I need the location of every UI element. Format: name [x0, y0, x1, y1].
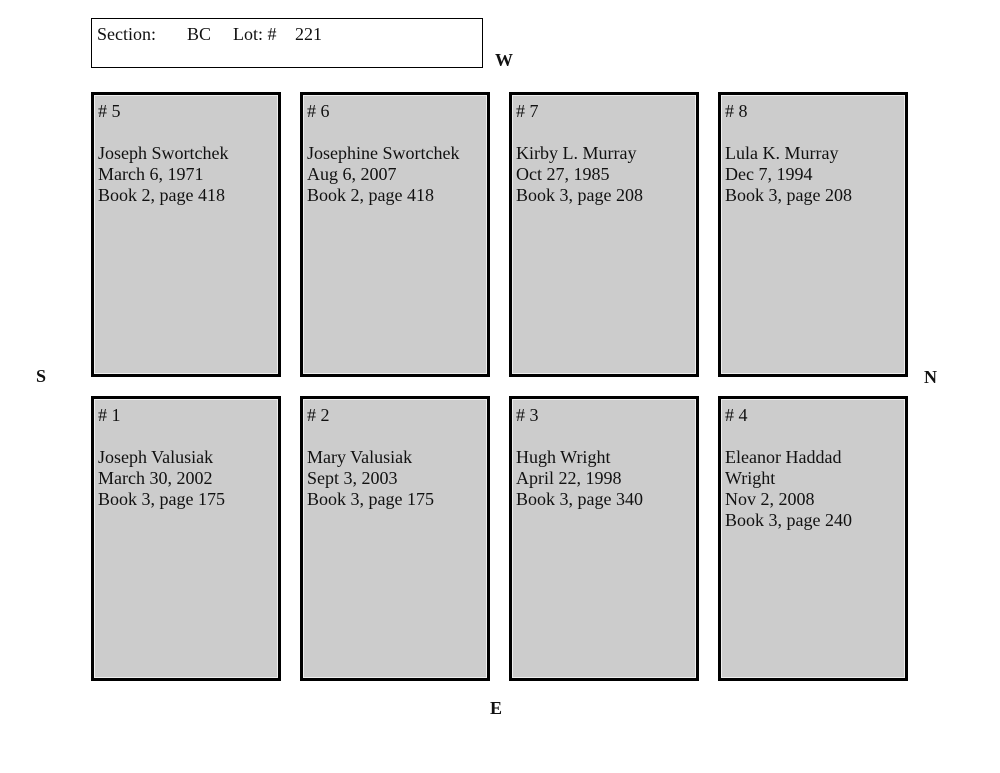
interment-date: March 30, 2002: [98, 468, 213, 488]
interred-name: Josephine Swortchek: [307, 143, 460, 163]
record-reference: Book 3, page 340: [516, 489, 643, 509]
plot-1: # 1 Joseph Valusiak March 30, 2002 Book …: [91, 396, 281, 681]
plot-number: # 6: [307, 101, 330, 121]
plot-6: # 6 Josephine Swortchek Aug 6, 2007 Book…: [300, 92, 490, 377]
section-lot-text: Section: BC Lot: # 221: [97, 24, 322, 44]
plot-number: # 1: [98, 405, 121, 425]
plot-5: # 5 Joseph Swortchek March 6, 1971 Book …: [91, 92, 281, 377]
lot-value: 221: [295, 24, 322, 44]
record-reference: Book 2, page 418: [307, 185, 434, 205]
record-reference: Book 3, page 240: [725, 510, 852, 530]
plot-number: # 4: [725, 405, 748, 425]
lot-label: Lot: #: [233, 24, 277, 44]
interred-name: Lula K. Murray: [725, 143, 839, 163]
section-label: Section:: [97, 24, 156, 44]
plot-7: # 7 Kirby L. Murray Oct 27, 1985 Book 3,…: [509, 92, 699, 377]
compass-west-label: W: [495, 50, 513, 70]
record-reference: Book 3, page 208: [725, 185, 852, 205]
plot-4: # 4 Eleanor Haddad Wright Nov 2, 2008 Bo…: [718, 396, 908, 681]
plot-number: # 5: [98, 101, 121, 121]
interred-name-line-1: Eleanor Haddad: [725, 447, 842, 467]
plot-number: # 2: [307, 405, 330, 425]
plot-2: # 2 Mary Valusiak Sept 3, 2003 Book 3, p…: [300, 396, 490, 681]
interred-name: Joseph Swortchek: [98, 143, 229, 163]
interred-name: Joseph Valusiak: [98, 447, 214, 467]
interred-name: Kirby L. Murray: [516, 143, 637, 163]
interment-date: March 6, 1971: [98, 164, 204, 184]
interment-date: Nov 2, 2008: [725, 489, 815, 509]
plot-number: # 3: [516, 405, 539, 425]
record-reference: Book 2, page 418: [98, 185, 225, 205]
record-reference: Book 3, page 175: [307, 489, 434, 509]
record-reference: Book 3, page 208: [516, 185, 643, 205]
compass-north-label: N: [924, 367, 937, 387]
interment-date: Dec 7, 1994: [725, 164, 813, 184]
interment-date: Aug 6, 2007: [307, 164, 397, 184]
compass-east-label: E: [490, 698, 503, 718]
plot-number: # 8: [725, 101, 748, 121]
plot-3: # 3 Hugh Wright April 22, 1998 Book 3, p…: [509, 396, 699, 681]
interment-date: Oct 27, 1985: [516, 164, 610, 184]
section-value: BC: [187, 24, 212, 44]
interred-name: Hugh Wright: [516, 447, 611, 467]
interred-name-line-2: Wright: [725, 468, 776, 488]
section-lot-header: Section: BC Lot: # 221: [91, 18, 483, 68]
compass-south-label: S: [36, 366, 47, 386]
record-reference: Book 3, page 175: [98, 489, 225, 509]
plot-number: # 7: [516, 101, 539, 121]
plot-8: # 8 Lula K. Murray Dec 7, 1994 Book 3, p…: [718, 92, 908, 377]
interment-date: April 22, 1998: [516, 468, 622, 488]
interred-name: Mary Valusiak: [307, 447, 413, 467]
interment-date: Sept 3, 2003: [307, 468, 398, 488]
